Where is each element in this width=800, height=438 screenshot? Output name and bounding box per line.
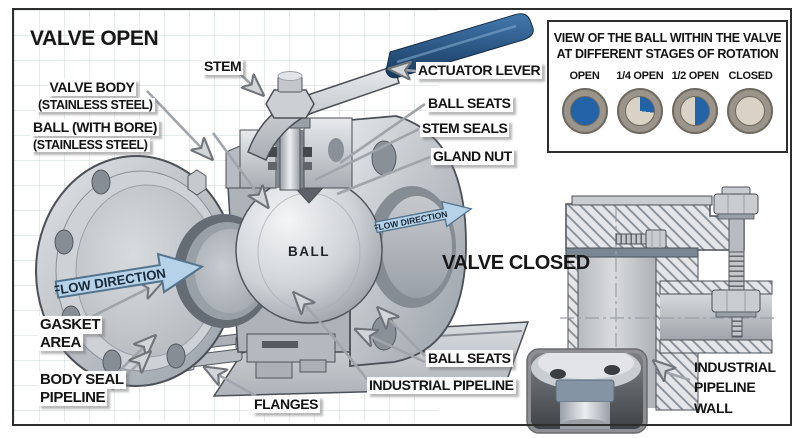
rotation-panel-title: VIEW OF THE BALL WITHIN THE VALVE AT DIF… [553, 31, 782, 61]
ball-label: BALL [288, 244, 330, 259]
actuator-lever-handle [247, 13, 534, 162]
label-industrial-pipeline-wall: INDUSTRIAL PIPELINE WALL [694, 359, 776, 416]
label-actuator-lever: ACTUATOR LEVER [416, 62, 543, 79]
stage-circle-closed [727, 88, 774, 135]
pipeline-wall-section [560, 186, 778, 411]
rotation-stages-panel: VIEW OF THE BALL WITHIN THE VALVE AT DIF… [547, 20, 788, 153]
stage-closed: CLOSED [724, 70, 777, 135]
label-ball-seats-top: BALL SEATS [426, 95, 513, 112]
label-ball-seats-bottom: BALL SEATS [426, 350, 513, 367]
valve-open-title: VALVE OPEN [30, 27, 159, 50]
stage-circle-open [561, 88, 608, 135]
stage-quarter-open: 1/4 OPEN [613, 70, 666, 135]
flow-direction-text: FLOW DIRECTION [51, 266, 167, 299]
label-industrial-pipeline: INDUSTRIAL PIPELINE [367, 377, 516, 394]
valve-closed-title: VALVE CLOSED [442, 252, 590, 274]
label-stem-seals: STEM SEALS [420, 120, 510, 137]
label-valve-body: VALVE BODY (STAINLESS STEEL) [36, 79, 155, 113]
flow-direction-arrow-right: FLOW DIRECTION [372, 194, 476, 243]
stage-half-open: 1/2 OPEN [669, 70, 722, 135]
label-stem: STEM [202, 58, 244, 75]
label-ball-with-bore: BALL (WITH BORE) (STAINLESS STEEL) [31, 119, 159, 153]
stage-circle-quarter-open [616, 88, 663, 135]
stage-open: OPEN [558, 70, 611, 135]
leader-lines [92, 69, 691, 399]
wall-stud-bolt [711, 186, 761, 338]
rotation-stages-row: OPEN 1/4 OPEN 1/2 OPEN CLOSED [549, 70, 786, 135]
stage-circle-half-open [672, 88, 719, 135]
gland-bolt [615, 229, 667, 249]
label-gland-nut: GLAND NUT [431, 148, 514, 165]
label-body-seal-pipeline: BODY SEAL PIPELINE [38, 371, 126, 407]
label-flanges: FLANGES [252, 396, 321, 413]
label-gasket-area: GASKET AREA [38, 316, 103, 352]
valve-seat-photo-inset [526, 348, 648, 434]
